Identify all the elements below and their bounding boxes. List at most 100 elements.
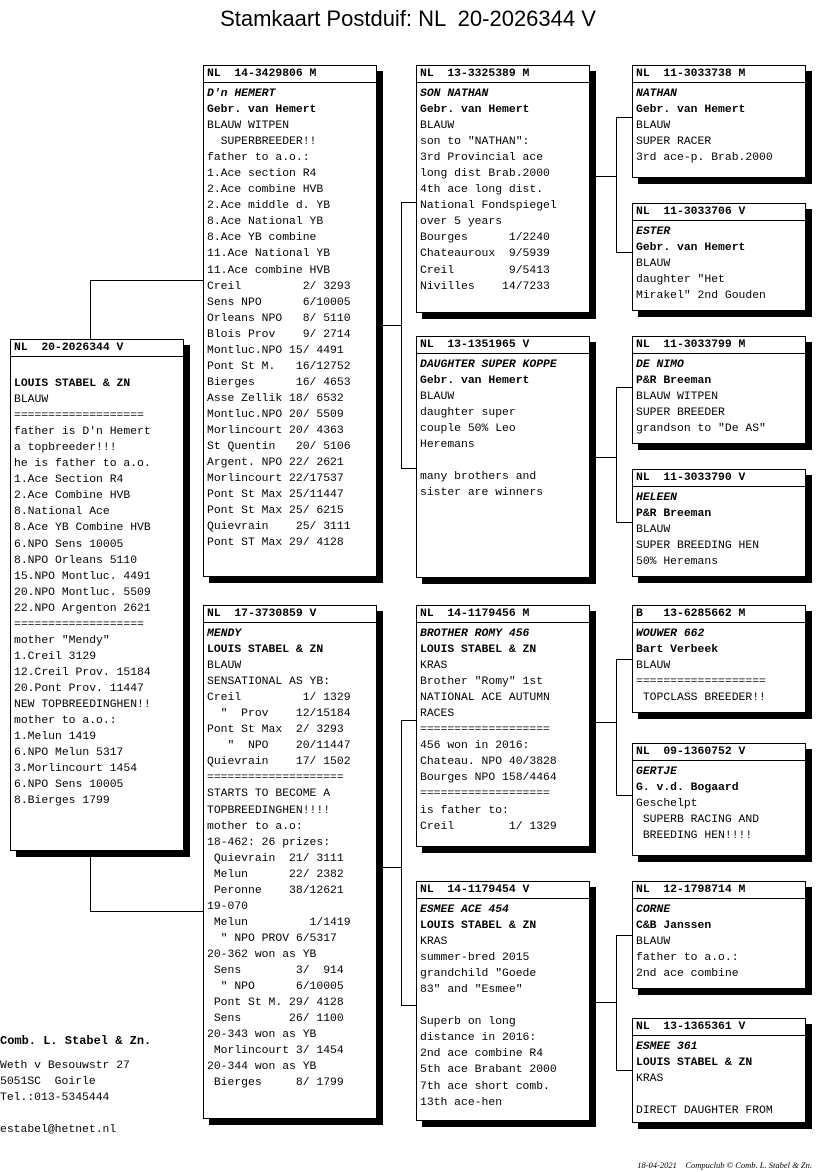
owner-name: LOUIS STABEL & ZN bbox=[636, 1057, 753, 1070]
info-line: mother "Mendy" bbox=[14, 634, 110, 647]
info-line: 83" and "Esmee" bbox=[420, 984, 523, 997]
info-line: BLAUW bbox=[636, 660, 671, 673]
owner-name: LOUIS STABEL & ZN bbox=[207, 644, 324, 657]
info-line: daughter "Het bbox=[636, 274, 725, 287]
info-line: BREEDING HEN!!!! bbox=[636, 830, 753, 843]
info-line: 11.Ace National YB bbox=[207, 248, 331, 261]
owner-name: Gebr. van Hemert bbox=[420, 375, 530, 388]
ring-number: NL 09-1360752 V bbox=[633, 744, 805, 761]
info-line: Chateauroux 9/5939 bbox=[420, 248, 550, 261]
info-line: DIRECT DAUGHTER FROM bbox=[636, 1105, 773, 1118]
info-line: Chateau. NPO 40/3828 bbox=[420, 756, 557, 769]
info-line: 2nd ace combine bbox=[636, 968, 739, 981]
info-line: SUPERBREEDER!! bbox=[207, 136, 317, 149]
info-line: Montluc.NPO 15/ 4491 bbox=[207, 344, 344, 357]
connector-line bbox=[616, 935, 617, 1071]
info-line: Creil 2/ 3293 bbox=[207, 280, 351, 293]
info-line: Morlincourt 22/17537 bbox=[207, 473, 344, 486]
owner-name: G. v.d. Bogaard bbox=[636, 782, 739, 795]
info-line: Argent. NPO 22/ 2621 bbox=[207, 457, 344, 470]
info-line: many brothers and bbox=[420, 471, 537, 484]
info-line: TOPCLASS BREEDER!! bbox=[636, 692, 766, 705]
connector-line bbox=[616, 117, 633, 118]
info-line: Sens 3/ 914 bbox=[207, 964, 344, 977]
info-line: 1.Ace Section R4 bbox=[14, 474, 124, 487]
info-line: 8.Ace National YB bbox=[207, 216, 324, 229]
pigeon-name: MENDY bbox=[207, 628, 242, 640]
info-line: Pont ST Max 29/ 4128 bbox=[207, 537, 344, 550]
pigeon-name: CORNE bbox=[636, 904, 671, 916]
connector-line bbox=[401, 720, 402, 1006]
info-line: Heremans bbox=[420, 439, 475, 452]
connector-line bbox=[616, 935, 633, 936]
ring-number: NL 20-2026344 V bbox=[11, 340, 183, 357]
footer-company: Comb. L. Stabel & Zn. bbox=[0, 1034, 152, 1048]
ring-number: NL 11-3033799 M bbox=[633, 337, 805, 354]
info-line: 19-070 bbox=[207, 900, 249, 913]
info-line: =================== bbox=[420, 724, 550, 737]
info-line: Creil 1/ 1329 bbox=[420, 820, 557, 833]
connector-line bbox=[616, 522, 633, 523]
info-line: BLAUW bbox=[420, 120, 455, 133]
connector-line bbox=[90, 280, 204, 281]
info-line: Pont St Max 25/11447 bbox=[207, 489, 344, 502]
info-line: mother to a.o: bbox=[207, 820, 303, 833]
info-line: 2.Ace combine HVB bbox=[207, 184, 324, 197]
pigeon-name: ESTER bbox=[636, 226, 671, 238]
info-line: is father to: bbox=[420, 804, 509, 817]
connector-line bbox=[616, 252, 633, 253]
ring-number: B 13-6285662 M bbox=[633, 606, 805, 623]
info-line: BLAUW WITPEN bbox=[636, 391, 719, 404]
info-line: " NPO 20/11447 bbox=[207, 740, 351, 753]
info-line: 11.Ace combine HVB bbox=[207, 264, 331, 277]
print-stamp: 18-04-2021 Compuclub © Comb. L. Stabel &… bbox=[637, 1160, 812, 1170]
info-line: 15.NPO Montluc. 4491 bbox=[14, 570, 151, 583]
info-line: =================== bbox=[14, 618, 144, 631]
info-line: sister are winners bbox=[420, 487, 544, 500]
footer-phone: Tel.:013-5345444 bbox=[0, 1092, 110, 1104]
info-line: 1.Creil 3129 bbox=[14, 650, 97, 663]
info-line: son to "NATHAN": bbox=[420, 136, 530, 149]
info-line: daughter super bbox=[420, 407, 516, 420]
ring-number: NL 13-1365361 V bbox=[633, 1019, 805, 1036]
info-line: 8.NPO Orleans 5110 bbox=[14, 554, 138, 567]
connector-line bbox=[616, 795, 633, 796]
owner-name: Gebr. van Hemert bbox=[420, 104, 530, 117]
info-line: 8.Bierges 1799 bbox=[14, 795, 110, 808]
pigeon-name: NATHAN bbox=[636, 88, 678, 100]
info-line: KRAS bbox=[420, 936, 448, 949]
info-line: Nivilles 14/7233 bbox=[420, 280, 550, 293]
connector-line bbox=[401, 468, 417, 469]
connector-line bbox=[616, 659, 633, 660]
info-line: Mirakel" 2nd Gouden bbox=[636, 290, 766, 303]
info-line: KRAS bbox=[636, 1073, 664, 1086]
info-line: SUPER BREEDER bbox=[636, 407, 725, 420]
info-line: 20.NPO Montluc. 5509 bbox=[14, 586, 151, 599]
info-line: Bierges 16/ 4653 bbox=[207, 376, 351, 389]
ring-number: NL 13-3325389 M bbox=[417, 66, 589, 83]
info-line: ==================== bbox=[207, 772, 344, 785]
info-line: Morlincourt 20/ 4363 bbox=[207, 424, 344, 437]
info-line: father is D'n Hemert bbox=[14, 426, 151, 439]
footer-email-link[interactable]: estabel@hetnet.nl bbox=[0, 1124, 117, 1136]
info-line: Orleans NPO 8/ 5110 bbox=[207, 312, 351, 325]
info-line: Asse Zellik 18/ 6532 bbox=[207, 392, 344, 405]
info-line: Blois Prov 9/ 2714 bbox=[207, 328, 351, 341]
info-line: Quievrain 21/ 3111 bbox=[207, 852, 344, 865]
info-line: SUPERB RACING AND bbox=[636, 814, 760, 827]
